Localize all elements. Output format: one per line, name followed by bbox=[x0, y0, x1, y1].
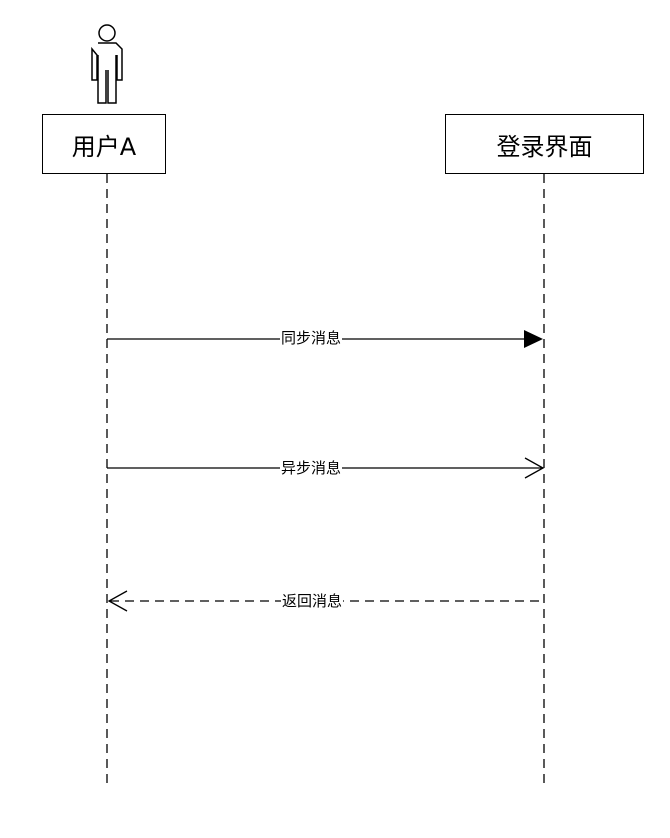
lifeline-box-login-screen: 登录界面 bbox=[445, 114, 644, 174]
lifeline-label: 登录界面 bbox=[496, 132, 593, 161]
open-arrowhead-icon bbox=[107, 590, 128, 612]
lifeline-label: 用户A bbox=[71, 132, 137, 161]
actor-icon bbox=[91, 24, 123, 104]
async-message-label: 异步消息 bbox=[280, 459, 343, 477]
sync-message-label: 同步消息 bbox=[280, 329, 343, 347]
return-message-label: 返回消息 bbox=[281, 592, 344, 610]
open-arrowhead-icon bbox=[524, 457, 545, 479]
lifeline-box-user-a: 用户A bbox=[42, 114, 166, 174]
filled-arrowhead-icon bbox=[524, 330, 543, 348]
